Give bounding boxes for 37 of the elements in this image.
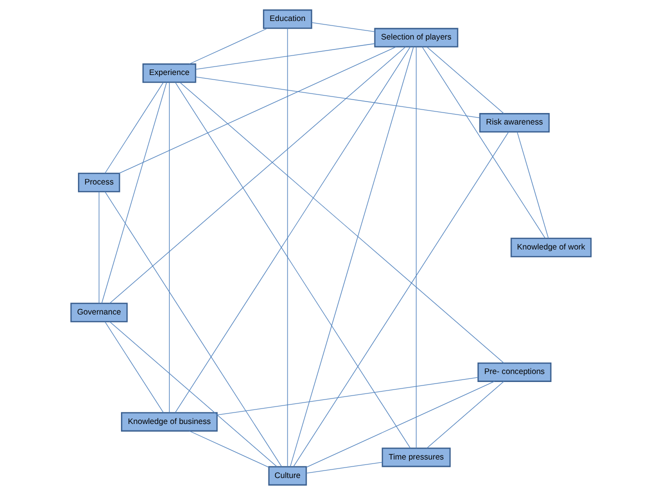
connector: [108, 321, 277, 468]
connector: [216, 377, 478, 416]
connector: [104, 82, 164, 174]
connector: [108, 46, 406, 304]
connector: [179, 82, 504, 364]
connector: [310, 22, 375, 32]
connector: [174, 82, 410, 449]
connector: [516, 132, 548, 239]
node-box: Time pressures: [381, 448, 450, 468]
node-box: Knowledge of work: [510, 238, 592, 258]
connector: [174, 46, 410, 414]
connector: [104, 191, 282, 468]
connector: [100, 82, 166, 304]
node-box: Process: [77, 172, 120, 192]
node-box: Governance: [70, 302, 128, 322]
connector: [188, 28, 268, 64]
connector: [421, 46, 546, 239]
connector: [286, 28, 288, 468]
connector: [426, 46, 504, 114]
connector: [118, 46, 396, 174]
node-box: Selection of players: [374, 28, 458, 48]
node-box: Risk awareness: [478, 113, 550, 132]
connector: [194, 76, 480, 118]
node-box: Pre- conceptions: [477, 362, 551, 382]
connector: [289, 46, 414, 468]
connector: [98, 191, 99, 304]
connector: [415, 46, 416, 449]
node-box: Culture: [268, 466, 306, 486]
connector: [168, 82, 170, 414]
node-box: Knowledge of business: [120, 412, 218, 432]
node-box: Experience: [142, 63, 196, 83]
connector: [188, 430, 269, 468]
connector: [305, 462, 382, 474]
connector: [104, 321, 164, 414]
node-box: Education: [262, 9, 312, 29]
connector: [426, 381, 504, 449]
connector: [194, 43, 374, 70]
